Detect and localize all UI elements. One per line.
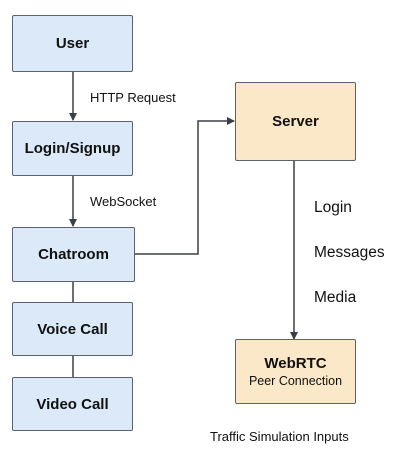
node-login-signup: Login/Signup: [12, 121, 133, 176]
node-webrtc-subtitle: Peer Connection: [248, 374, 343, 388]
edge-label-media: Media: [314, 289, 357, 306]
node-user: User: [12, 15, 133, 72]
node-video-call-label: Video Call: [36, 395, 109, 413]
edge-label-websocket: WebSocket: [90, 194, 157, 209]
edge-label-messages: Messages: [314, 244, 385, 261]
node-server-label: Server: [272, 113, 319, 130]
node-chatroom-label: Chatroom: [38, 246, 109, 263]
node-login-signup-label: Login/Signup: [24, 140, 121, 157]
node-voice-call: Voice Call: [12, 302, 133, 356]
node-webrtc: WebRTC Peer Connection: [235, 339, 356, 404]
node-chatroom: Chatroom: [12, 227, 135, 282]
node-server: Server: [235, 82, 356, 161]
node-webrtc-title: WebRTC: [264, 355, 327, 372]
node-video-call: Video Call: [12, 377, 133, 431]
edge-label-login: Login: [314, 199, 352, 216]
node-voice-call-label: Voice Call: [37, 320, 108, 338]
footer-caption: Traffic Simulation Inputs: [210, 429, 349, 444]
arrow-chatroom-to-server: [135, 117, 235, 255]
edge-label-http-request: HTTP Request: [90, 90, 176, 105]
node-user-label: User: [55, 35, 90, 52]
